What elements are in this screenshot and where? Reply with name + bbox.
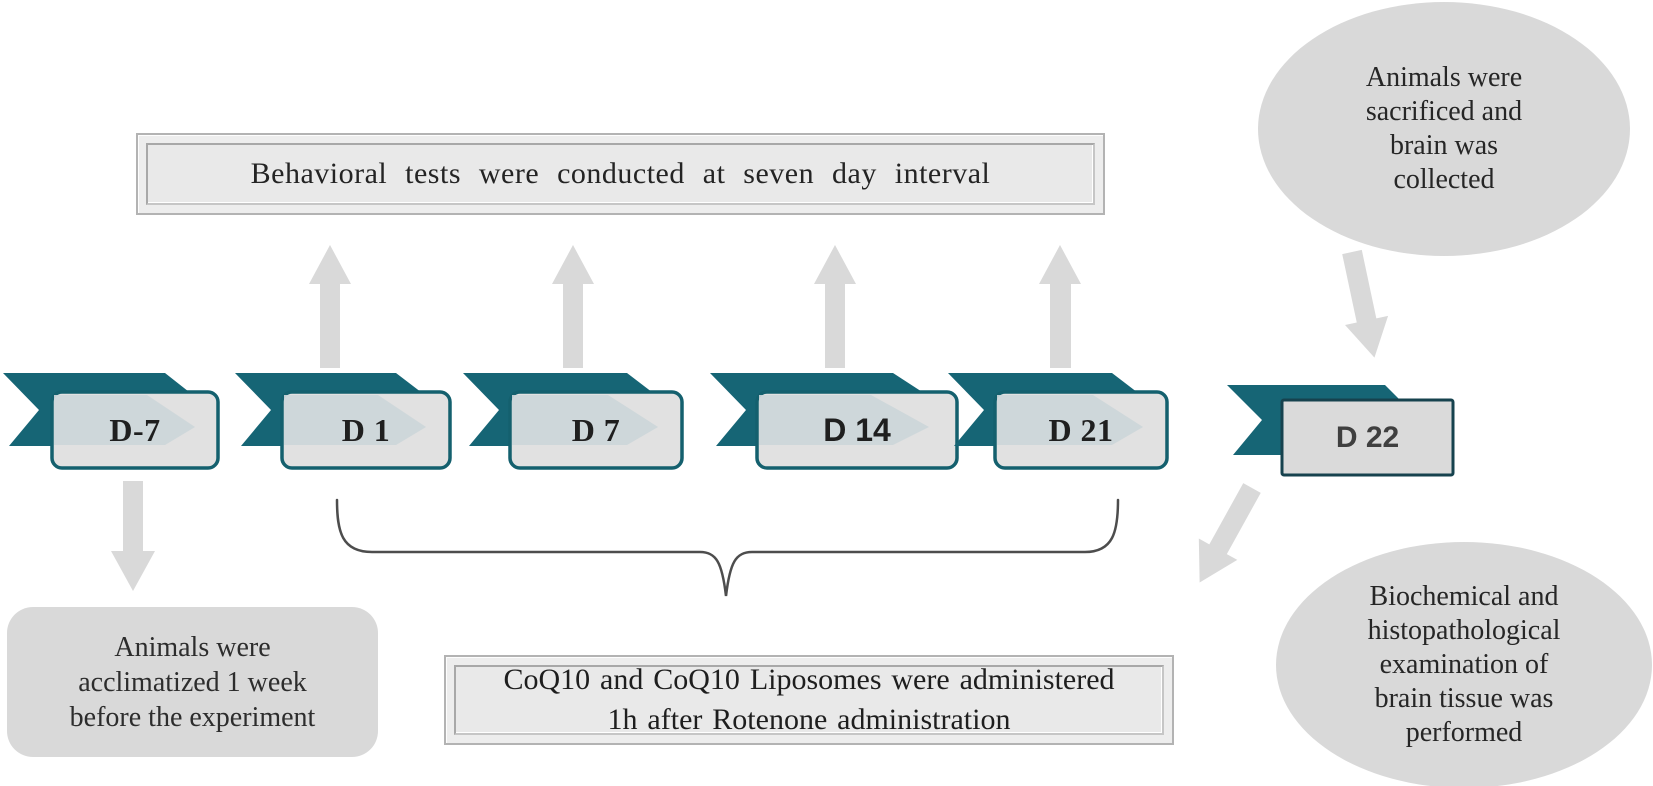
up-arrow-icon	[309, 245, 351, 368]
sacrifice-ellipse	[1258, 2, 1630, 256]
diagonal-arrow-icon	[1342, 249, 1389, 358]
down-arrow-icon	[111, 481, 155, 591]
ribbon-d22	[1227, 385, 1455, 477]
day-label: D 1	[341, 411, 391, 448]
day-label: D 22	[1335, 420, 1400, 454]
sacrifice-ellipse-text: Animals were sacrificed and brain was co…	[1365, 61, 1523, 196]
dosing-banner: CoQ10 and CoQ10 Liposomes were administe…	[444, 655, 1174, 745]
examination-ellipse-text: Biochemical and histopathological examin…	[1367, 580, 1561, 749]
ribbon-d21	[948, 373, 1169, 470]
ribbon-d-7	[3, 373, 220, 470]
examination-ellipse	[1276, 542, 1652, 786]
behavioral-tests-banner: Behavioral tests were conducted at seven…	[136, 133, 1105, 215]
behavioral-tests-banner-text: Behavioral tests were conducted at seven…	[146, 143, 1095, 205]
ribbon-d7	[463, 373, 684, 470]
day-label: D-7	[109, 411, 161, 448]
diagonal-arrow-icon	[1198, 483, 1261, 583]
curly-brace	[335, 498, 1120, 597]
dosing-banner-text: CoQ10 and CoQ10 Liposomes were administe…	[454, 663, 1164, 736]
up-arrow-icon	[814, 245, 856, 368]
up-arrow-icon	[552, 245, 594, 368]
ribbon-d1	[235, 373, 452, 470]
day-label: D 14	[823, 411, 891, 448]
day-label: D 21	[1048, 411, 1114, 448]
ribbon-d14	[710, 373, 959, 470]
acclimatization-note: Animals were acclimatized 1 week before …	[7, 607, 378, 757]
day-label: D 7	[571, 411, 621, 448]
up-arrow-icon	[1039, 245, 1081, 368]
